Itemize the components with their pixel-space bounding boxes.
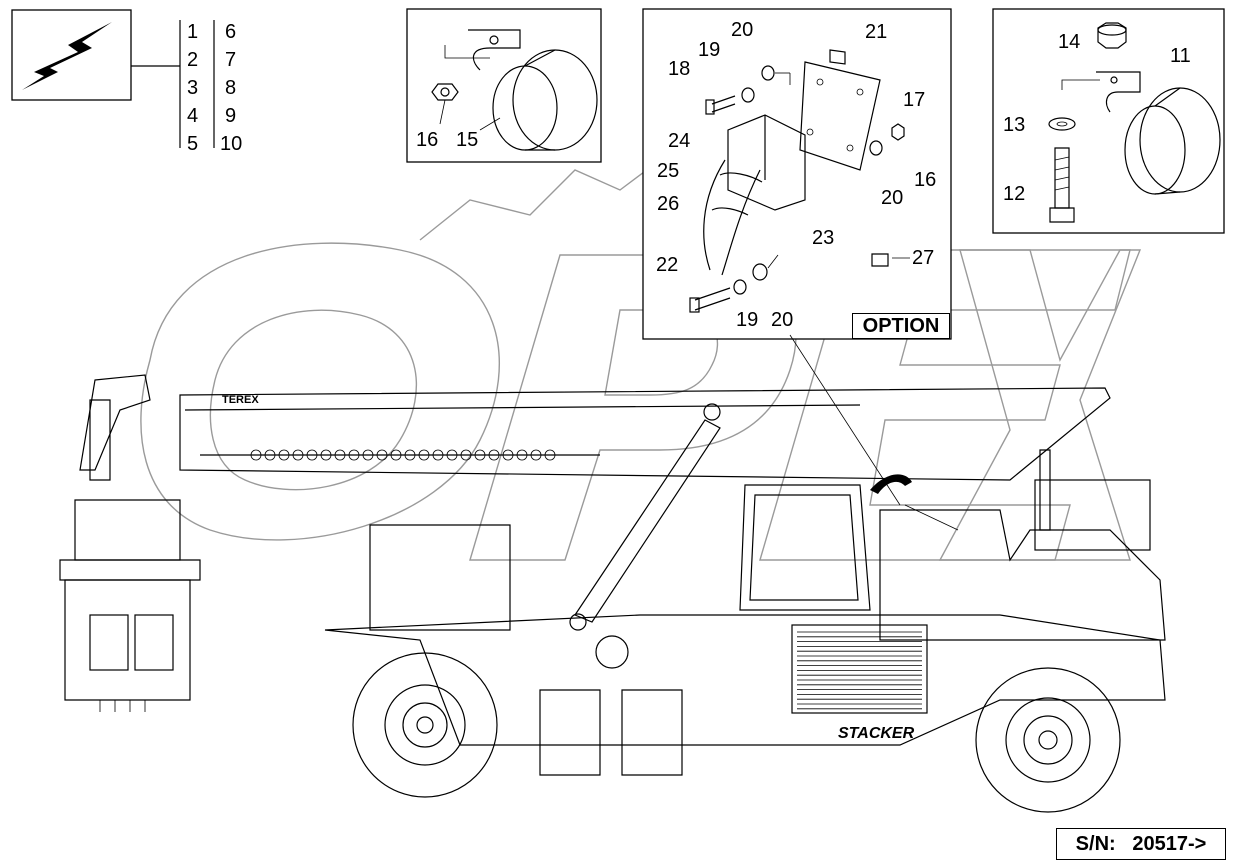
part-label: 18: [668, 58, 690, 80]
part-label: 15: [456, 129, 478, 151]
chain-link: [250, 449, 262, 461]
rear-wheel: [975, 667, 1121, 813]
chain-link: [488, 449, 500, 461]
legend-num: 10: [220, 133, 242, 155]
detail-box-lamp: 16 15: [406, 8, 602, 163]
part-label: 23: [812, 227, 834, 249]
legend-num: 3: [187, 77, 198, 99]
chain-link: [334, 449, 346, 461]
part-label: 14: [1058, 31, 1080, 53]
legend-num: 7: [225, 49, 236, 71]
chain-link: [544, 449, 556, 461]
part-label: 21: [865, 21, 887, 43]
lightning-icon: [22, 22, 112, 90]
chain-link: [306, 449, 318, 461]
chain-link: [278, 449, 290, 461]
chain-link: [460, 449, 472, 461]
chain-link: [418, 449, 430, 461]
chain-link: [292, 449, 304, 461]
legend-num: 5: [187, 133, 198, 155]
front-wheel: [352, 652, 498, 798]
part-label: 24: [668, 130, 690, 152]
stacker-logo: STACKER: [838, 725, 915, 742]
chain-link: [404, 449, 416, 461]
boom-chain: [250, 449, 556, 461]
part-label: 27: [912, 247, 934, 269]
legend-num: 8: [225, 77, 236, 99]
legend-num: 4: [187, 105, 198, 127]
chain-link: [516, 449, 528, 461]
serial-number: 20517->: [1132, 833, 1207, 855]
part-label: 11: [1170, 45, 1191, 67]
part-label: 16: [914, 169, 936, 191]
part-label: 19: [698, 39, 720, 61]
legend-num: 1: [187, 21, 198, 43]
detail-box-lamp-bolt: 14 11 13 12: [992, 8, 1225, 234]
legend-num: 9: [225, 105, 236, 127]
part-label: 17: [903, 89, 925, 111]
chain-link: [502, 449, 514, 461]
chain-link: [264, 449, 276, 461]
part-label: 13: [1003, 114, 1025, 136]
chain-link: [446, 449, 458, 461]
part-label: 20: [731, 19, 753, 41]
reach-stacker: TEREX STACKER: [59, 334, 1166, 813]
lightning-legend: 1 2 3 4 5 6 7 8 9 10: [11, 9, 242, 155]
serial-prefix: S/N:: [1075, 833, 1116, 855]
legend-num: 2: [187, 49, 198, 71]
chain-link: [320, 449, 332, 461]
grille: [797, 631, 922, 710]
part-label: 12: [1003, 183, 1025, 205]
terex-logo: TEREX: [222, 394, 259, 406]
location-arrow-icon: [870, 474, 912, 494]
part-label: 25: [657, 160, 679, 182]
watermark: [140, 159, 1142, 561]
chain-link: [474, 449, 486, 461]
option-label: OPTION: [852, 313, 950, 339]
chain-link: [348, 449, 360, 461]
chain-link: [376, 449, 388, 461]
chain-link: [390, 449, 402, 461]
chain-link: [432, 449, 444, 461]
part-label: 22: [656, 254, 678, 276]
legend-num: 6: [225, 21, 236, 43]
part-label: 16: [416, 129, 438, 151]
serial-number-box: S/N: 20517->: [1056, 828, 1226, 860]
part-label: 20: [881, 187, 903, 209]
chain-link: [530, 449, 542, 461]
part-label: 20: [771, 309, 793, 331]
part-label: 19: [736, 309, 758, 331]
part-label: 26: [657, 193, 679, 215]
chain-link: [362, 449, 374, 461]
detail-box-option: 20 21 19 18 17 24 25 26 20 16 23 22 27 1…: [642, 8, 952, 340]
